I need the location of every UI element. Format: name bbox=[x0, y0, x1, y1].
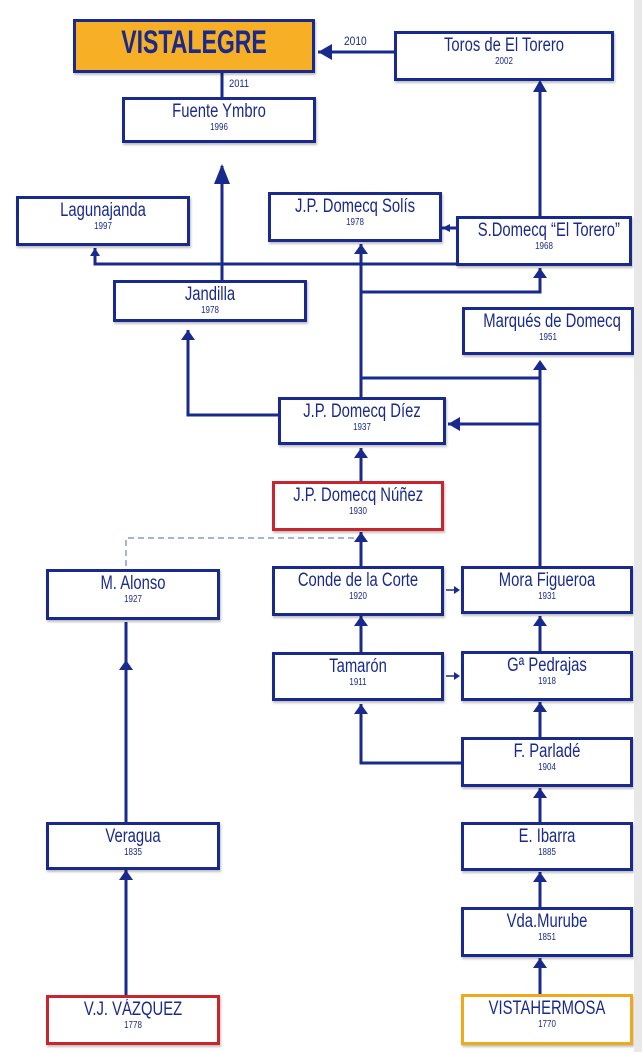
node-name: Conde de la Corte bbox=[297, 570, 419, 591]
node-jandilla: Jandilla 1978 bbox=[113, 280, 307, 322]
node-name: Lagunajanda bbox=[60, 200, 146, 221]
node-f-parlade: F. Parladé 1904 bbox=[461, 737, 633, 787]
arrowheads bbox=[90, 44, 547, 968]
node-mora-figueroa: Mora Figueroa 1931 bbox=[461, 566, 633, 614]
node-year: 1927 bbox=[124, 594, 142, 605]
node-year: 1918 bbox=[538, 676, 556, 687]
node-year: 1778 bbox=[124, 1020, 142, 1031]
node-year: 1931 bbox=[538, 591, 556, 602]
node-lagunajanda: Lagunajanda 1997 bbox=[16, 196, 190, 246]
node-name: M. Alonso bbox=[100, 573, 166, 594]
node-year: 1978 bbox=[346, 217, 364, 228]
dashed-link bbox=[125, 537, 355, 566]
node-veragua: Veragua 1835 bbox=[46, 822, 220, 870]
node-year: 1997 bbox=[94, 221, 112, 232]
node-name: Toros de El Torero bbox=[444, 35, 564, 56]
node-conde-de-la-corte: Conde de la Corte 1920 bbox=[272, 566, 444, 616]
node-jp-domecq-diez: J.P. Domecq Díez 1937 bbox=[278, 397, 446, 445]
node-name: Veragua bbox=[105, 826, 161, 847]
minor-connectors bbox=[446, 589, 456, 677]
edge-label-2010: 2010 bbox=[344, 34, 367, 48]
node-name: S.Domecq “El Torero” bbox=[477, 220, 620, 241]
node-name: Mora Figueroa bbox=[498, 570, 596, 591]
node-name: J.P. Domecq Solís bbox=[295, 196, 415, 217]
node-vistahermosa: VISTAHERMOSA 1770 bbox=[461, 994, 633, 1045]
node-name: Jandilla bbox=[184, 284, 236, 305]
node-year: 1920 bbox=[349, 591, 367, 602]
node-year: 1930 bbox=[349, 506, 367, 517]
node-year: 1770 bbox=[538, 1019, 556, 1030]
node-vistalegre: VISTALEGRE bbox=[73, 19, 315, 73]
node-s-domecq-el-torero: S.Domecq “El Torero” 1968 bbox=[456, 216, 632, 266]
node-vj-vazquez: V.J. VÁZQUEZ 1778 bbox=[46, 995, 220, 1045]
page-edge bbox=[634, 0, 642, 1052]
node-vda-murube: Vda.Murube 1851 bbox=[461, 907, 633, 957]
node-toros-de-el-torero: Toros de El Torero 2002 bbox=[394, 31, 614, 81]
node-year: 1951 bbox=[539, 332, 557, 343]
node-name: VISTALEGRE bbox=[121, 24, 267, 60]
node-e-ibarra: E. Ibarra 1885 bbox=[461, 822, 633, 871]
node-name: Tamarón bbox=[329, 656, 387, 677]
node-name: Vda.Murube bbox=[506, 911, 588, 932]
node-name: E. Ibarra bbox=[518, 826, 576, 847]
node-marques-de-domecq: Marqués de Domecq 1951 bbox=[462, 307, 634, 355]
edge-label-2011: 2011 bbox=[229, 78, 250, 90]
node-year: 1937 bbox=[353, 422, 371, 433]
node-year: 1968 bbox=[535, 241, 553, 252]
node-ga-pedrajas: Gª Pedrajas 1918 bbox=[461, 651, 633, 701]
node-year: 1851 bbox=[538, 932, 556, 943]
node-m-alonso: M. Alonso 1927 bbox=[46, 569, 220, 620]
node-name: F. Parladé bbox=[513, 741, 581, 762]
node-jp-domecq-nunez: J.P. Domecq Núñez 1930 bbox=[272, 481, 444, 531]
node-name: Gª Pedrajas bbox=[507, 655, 587, 676]
node-year: 1996 bbox=[210, 122, 228, 133]
node-year: 1904 bbox=[538, 762, 556, 773]
node-name: J.P. Domecq Díez bbox=[303, 401, 421, 422]
node-name: Fuente Ymbro bbox=[172, 101, 266, 122]
node-fuente-ymbro: Fuente Ymbro 1996 bbox=[122, 97, 316, 143]
node-jp-domecq-solis: J.P. Domecq Solís 1978 bbox=[268, 192, 442, 242]
node-name: VISTAHERMOSA bbox=[488, 998, 606, 1019]
connector-lines bbox=[93, 50, 542, 996]
node-name: Marqués de Domecq bbox=[483, 311, 621, 332]
node-tamaron: Tamarón 1911 bbox=[272, 652, 444, 701]
node-name: J.P. Domecq Núñez bbox=[293, 485, 424, 506]
node-year: 2002 bbox=[495, 56, 513, 67]
node-year: 1885 bbox=[538, 847, 556, 858]
node-year: 1911 bbox=[349, 677, 367, 688]
node-year: 1835 bbox=[124, 847, 142, 858]
node-year: 1978 bbox=[201, 305, 219, 316]
node-name: V.J. VÁZQUEZ bbox=[83, 999, 183, 1020]
